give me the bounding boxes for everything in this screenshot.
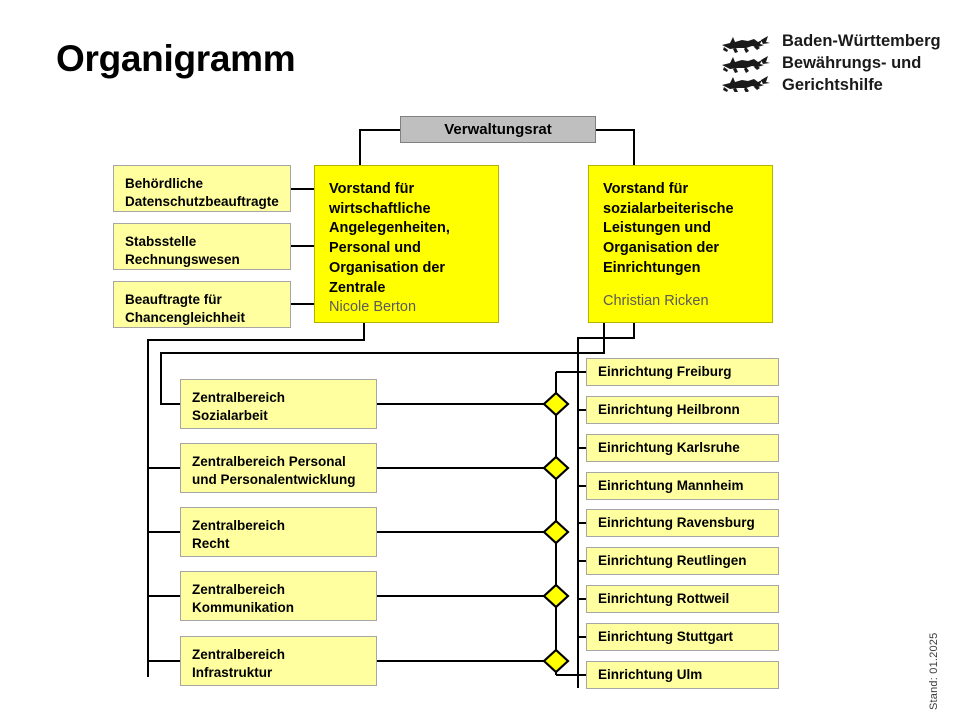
node-label: Einrichtung Stuttgart xyxy=(598,628,733,644)
three-lions-crest-icon xyxy=(722,36,770,92)
node-einrichtung-ulm[interactable]: Einrichtung Ulm xyxy=(586,661,779,689)
node-label: Beauftragte für Chancengleichheit xyxy=(125,292,246,325)
logo-text-block: Baden-Württemberg Bewährungs- und Gerich… xyxy=(782,30,941,97)
node-label: Zentralbereich Recht xyxy=(192,518,286,551)
node-einrichtung-stuttgart[interactable]: Einrichtung Stuttgart xyxy=(586,623,779,651)
node-beauftragte-chancengleichheit[interactable]: Beauftragte für Chancengleichheit xyxy=(113,281,291,328)
node-label: Einrichtung Reutlingen xyxy=(598,552,747,568)
node-label: Zentralbereich Kommunikation xyxy=(192,582,295,615)
page-title: Organigramm xyxy=(56,38,296,79)
node-einrichtung-karlsruhe[interactable]: Einrichtung Karlsruhe xyxy=(586,434,779,462)
node-label: Einrichtung Freiburg xyxy=(598,363,732,379)
node-label: Stabsstelle Rechnungswesen xyxy=(125,234,240,267)
node-vorstand-sozialarbeit[interactable]: Vorstand für sozialarbeiterische Leistun… xyxy=(588,165,773,323)
node-einrichtung-rottweil[interactable]: Einrichtung Rottweil xyxy=(586,585,779,613)
node-label: Behördliche Datenschutzbeauftragte xyxy=(125,176,279,209)
node-einrichtung-reutlingen[interactable]: Einrichtung Reutlingen xyxy=(586,547,779,575)
node-behoerdliche-datenschutzbeauftragte[interactable]: Behördliche Datenschutzbeauftragte xyxy=(113,165,291,212)
matrix-diamond xyxy=(542,583,570,609)
node-verwaltungsrat[interactable]: Verwaltungsrat xyxy=(400,116,596,143)
node-person-name: Christian Ricken xyxy=(603,293,709,310)
node-label: Zentralbereich Sozialarbeit xyxy=(192,390,286,423)
node-einrichtung-ravensburg[interactable]: Einrichtung Ravensburg xyxy=(586,509,779,537)
node-label: Einrichtung Ulm xyxy=(598,666,703,682)
node-label: Zentralbereich Infrastruktur xyxy=(192,647,286,680)
logo-line-2: Bewährungs- und xyxy=(782,53,922,72)
node-stabsstelle-rechnungswesen[interactable]: Stabsstelle Rechnungswesen xyxy=(113,223,291,270)
node-label: Einrichtung Rottweil xyxy=(598,590,730,606)
node-label: Einrichtung Mannheim xyxy=(598,477,744,493)
date-stamp-label: Stand: 01.2025 xyxy=(928,632,940,710)
node-vorstand-wirtschaft[interactable]: Vorstand für wirtschaftliche Angelegenhe… xyxy=(314,165,499,323)
node-einrichtung-heilbronn[interactable]: Einrichtung Heilbronn xyxy=(586,396,779,424)
node-person-name: Nicole Berton xyxy=(329,299,417,316)
node-einrichtung-freiburg[interactable]: Einrichtung Freiburg xyxy=(586,358,779,386)
node-zentralbereich-infrastruktur[interactable]: Zentralbereich Infrastruktur xyxy=(180,636,377,686)
matrix-diamond xyxy=(542,648,570,674)
date-stamp: Stand: 01.2025 xyxy=(928,600,942,710)
matrix-diamond xyxy=(542,519,570,545)
node-label: Einrichtung Ravensburg xyxy=(598,514,755,530)
node-zentralbereich-kommunikation[interactable]: Zentralbereich Kommunikation xyxy=(180,571,377,621)
node-zentralbereich-sozialarbeit[interactable]: Zentralbereich Sozialarbeit xyxy=(180,379,377,429)
logo-line-3: Gerichtshilfe xyxy=(782,75,883,94)
organization-logo: Baden-Württemberg Bewährungs- und Gerich… xyxy=(718,30,941,97)
matrix-diamond xyxy=(542,455,570,481)
node-label: Vorstand für sozialarbeiterische Leistun… xyxy=(603,181,734,276)
matrix-junction-diamonds xyxy=(542,391,570,674)
node-label: Einrichtung Heilbronn xyxy=(598,401,740,417)
logo-line-1: Baden-Württemberg xyxy=(782,32,941,50)
node-label: Einrichtung Karlsruhe xyxy=(598,439,740,455)
node-label: Vorstand für wirtschaftliche Angelegenhe… xyxy=(329,181,450,296)
node-zentralbereich-recht[interactable]: Zentralbereich Recht xyxy=(180,507,377,557)
node-label: Verwaltungsrat xyxy=(444,121,552,138)
node-zentralbereich-personal[interactable]: Zentralbereich Personal und Personalentw… xyxy=(180,443,377,493)
node-label: Zentralbereich Personal und Personalentw… xyxy=(192,454,356,487)
matrix-diamond xyxy=(542,391,570,417)
node-einrichtung-mannheim[interactable]: Einrichtung Mannheim xyxy=(586,472,779,500)
